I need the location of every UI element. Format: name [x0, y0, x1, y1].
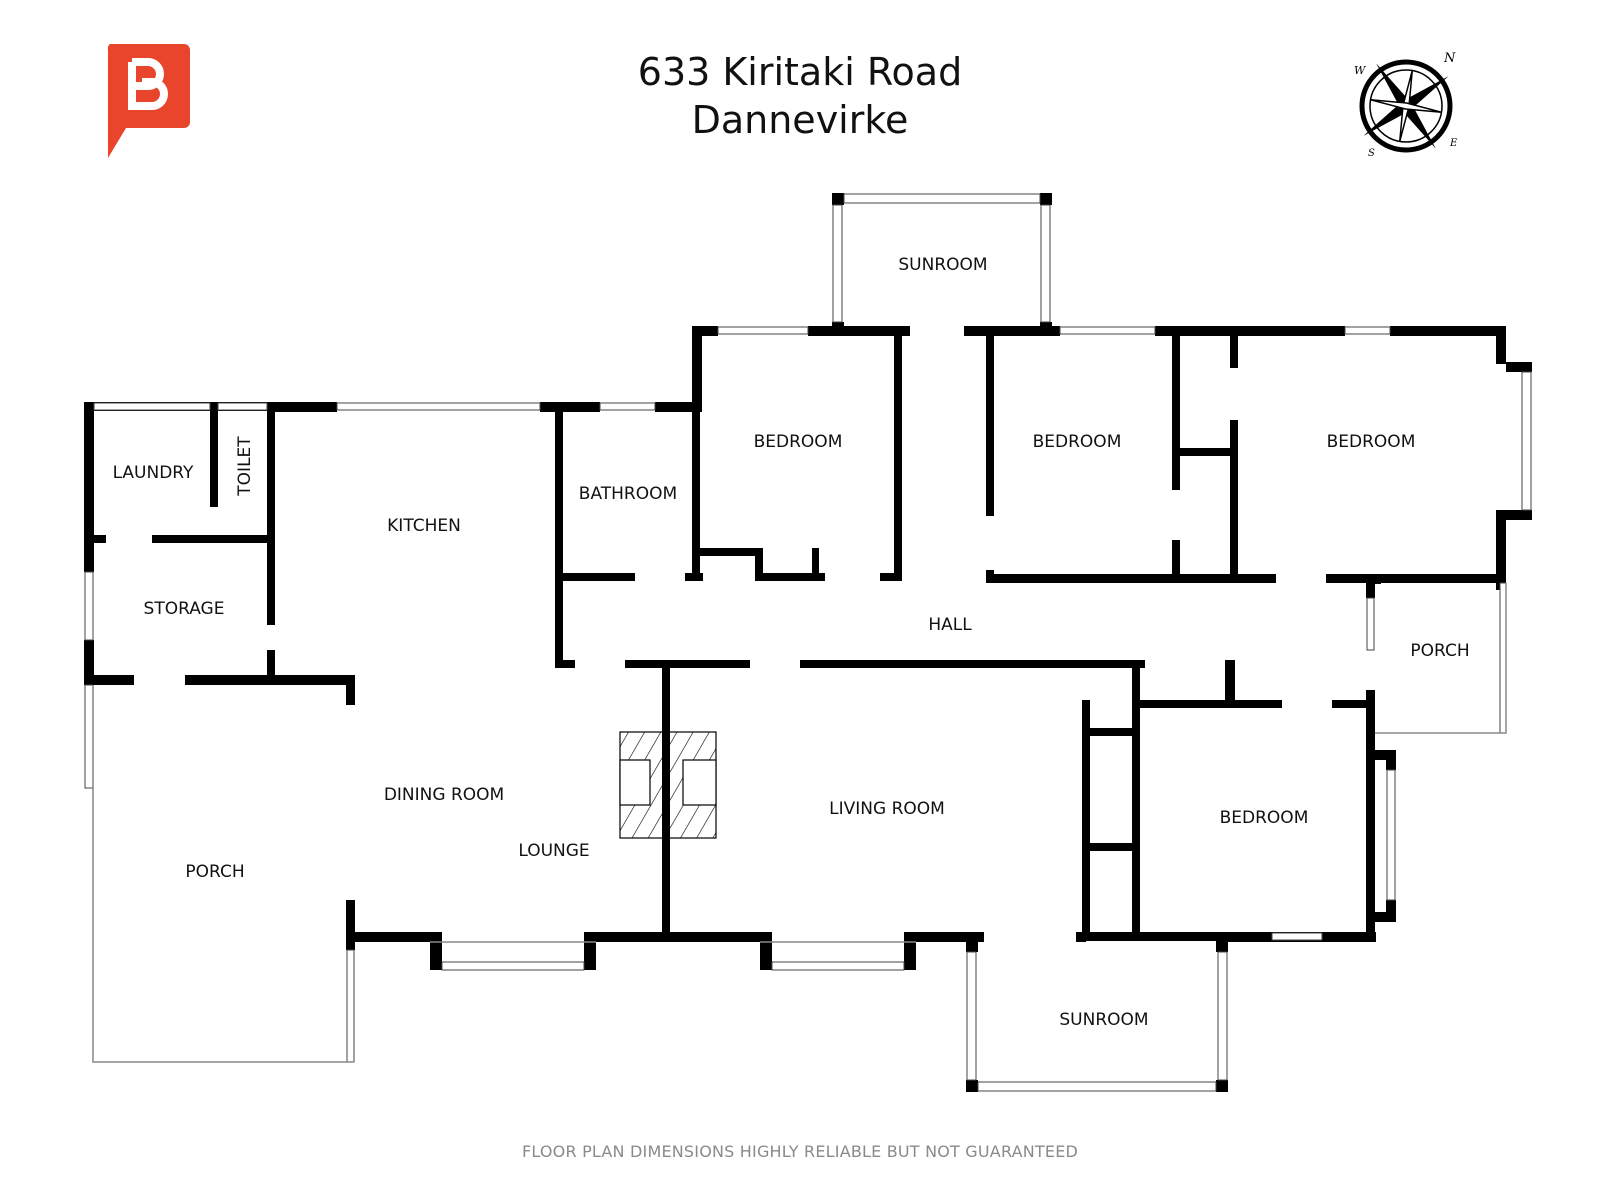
room-label-storage: STORAGE [144, 599, 225, 619]
room-label-bathroom: BATHROOM [579, 484, 677, 504]
svg-text:S: S [1368, 148, 1375, 159]
room-label-laundry: LAUNDRY [113, 463, 194, 483]
room-label-lounge: LOUNGE [518, 841, 589, 861]
room-label-sunroom-bottom: SUNROOM [1059, 1010, 1148, 1030]
svg-text:E: E [1449, 138, 1458, 149]
room-label-bedroom-2: BEDROOM [1033, 432, 1122, 452]
room-label-bedroom-1: BEDROOM [754, 432, 843, 452]
room-label-sunroom-top: SUNROOM [898, 255, 987, 275]
room-label-kitchen: KITCHEN [387, 516, 461, 536]
thin-outlines [92, 583, 1507, 1063]
fireplace-hatched-icon [619, 668, 717, 940]
room-label-porch-left: PORCH [185, 862, 244, 882]
room-label-dining-room: DINING ROOM [384, 785, 504, 805]
room-label-living-room: LIVING ROOM [829, 799, 945, 819]
room-label-hall: HALL [928, 615, 972, 635]
town-line: Dannevirke [691, 98, 909, 142]
room-label-toilet: TOILET [235, 436, 255, 497]
brand-b-speech-bubble-icon [107, 44, 190, 158]
disclaimer: FLOOR PLAN DIMENSIONS HIGHLY RELIABLE BU… [521, 1142, 1079, 1161]
brand-logo [104, 44, 190, 158]
windows [84, 193, 1532, 1092]
svg-text:W: W [1354, 64, 1367, 77]
compass-rose-icon: N W E S [1354, 51, 1458, 159]
room-label-bedroom-3: BEDROOM [1327, 432, 1416, 452]
compass: N W E S [1352, 48, 1468, 160]
svg-text:N: N [1443, 51, 1456, 66]
room-label-bedroom-4: BEDROOM [1220, 808, 1309, 828]
room-label-porch-right: PORCH [1410, 641, 1469, 661]
address-line: 633 Kiritaki Road [637, 50, 963, 94]
property-address-title: 633 Kiritaki Road Dannevirke [560, 48, 1040, 144]
